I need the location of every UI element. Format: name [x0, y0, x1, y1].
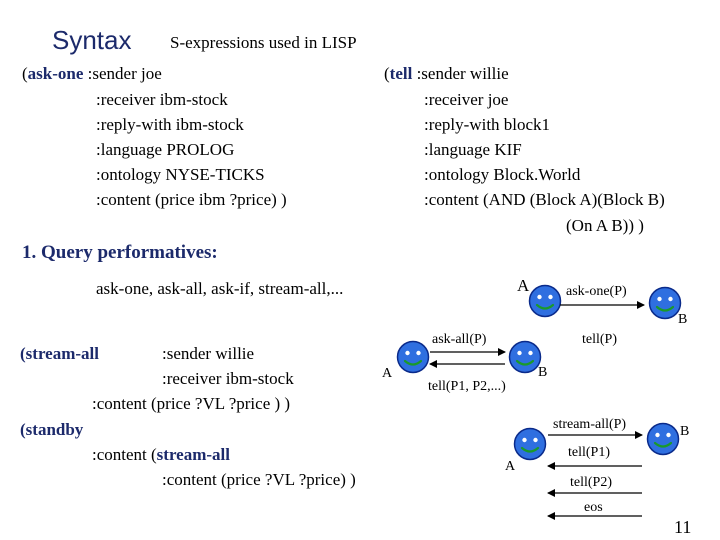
example2-ontology: :ontology Block.World: [424, 165, 581, 184]
d3-agent-a-label: A: [505, 459, 516, 474]
d2-message-out: ask-all(P): [432, 332, 487, 347]
example1-keyword: ask-one: [27, 64, 84, 83]
example1-line-3: :language PROLOG: [96, 140, 235, 159]
example2-keyword: tell: [389, 64, 413, 83]
example3-line4: :content (stream-all: [92, 446, 230, 463]
paren: (: [22, 64, 28, 83]
example3-line4-prefix: :content (: [92, 445, 157, 464]
example2-line-1: :receiver joe: [424, 90, 509, 109]
example1-line-5: :content (price ibm ?price) ): [96, 190, 287, 209]
d2-message-in: tell(P): [582, 332, 617, 347]
example3-line3: :content (price ?VL ?price ) ): [92, 394, 291, 413]
d3-agent-b-label: B: [680, 424, 690, 439]
d1-agent-a-face-icon: [528, 284, 562, 318]
example2-open: (tell :sender willie: [384, 65, 509, 82]
example3-line1: :sender willie: [162, 344, 255, 363]
page-number: 11: [674, 517, 692, 537]
d3-message-0: stream-all(P): [553, 417, 627, 432]
d2-agent-a-label: A: [382, 366, 393, 381]
paren: (: [384, 64, 390, 83]
example3-keyword2: (standby: [20, 420, 84, 439]
example2-line-3: :language KIF: [424, 140, 522, 159]
d3-agent-b-face-icon: [646, 422, 680, 456]
example1-line-0: :sender joe: [87, 64, 162, 83]
d2-agent-b-face-icon: [508, 340, 542, 374]
example1-line-2: :reply-with ibm-stock: [96, 115, 244, 134]
example1-line-1: :receiver ibm-stock: [96, 90, 228, 109]
example1-line-4: :ontology NYSE-TICKS: [96, 165, 265, 184]
slide-title: Syntax: [52, 25, 132, 55]
example1-open: (ask-one :sender joe: [22, 65, 162, 82]
d3-agent-a-face-icon: [513, 427, 547, 461]
d2-agent-b-label: B: [538, 365, 548, 380]
example3-line5: :content (price ?VL ?price) ): [162, 470, 356, 489]
example2-line-2: :reply-with block1: [424, 115, 551, 134]
slide-subtitle: S-expressions used in LISP: [170, 33, 357, 52]
d3-message-1: tell(P1): [568, 445, 610, 460]
example3-line4-keyword: stream-all: [156, 445, 231, 464]
example2-line-0: :sender willie: [416, 64, 509, 83]
example3-line2: :receiver ibm-stock: [162, 369, 294, 388]
d3-message-3: eos: [584, 500, 603, 515]
d1-agent-b-label: B: [678, 312, 688, 327]
d3-message-2: tell(P2): [570, 475, 612, 490]
d1-agent-b-face-icon: [648, 286, 682, 320]
d2-agent-a-face-icon: [396, 340, 430, 374]
performatives-list: ask-one, ask-all, ask-if, stream-all,...: [96, 279, 344, 298]
d1-message: ask-one(P): [566, 284, 627, 299]
d1-agent-a-label: A: [517, 276, 530, 295]
example2-line-4: :content (AND (Block A)(Block B): [424, 190, 665, 209]
example3-keyword1: (stream-all: [20, 344, 99, 363]
d2-reply: tell(P1, P2,...): [428, 379, 506, 394]
section-heading: 1. Query performatives:: [22, 242, 218, 263]
example2-line-5: (On A B)) ): [566, 216, 644, 235]
